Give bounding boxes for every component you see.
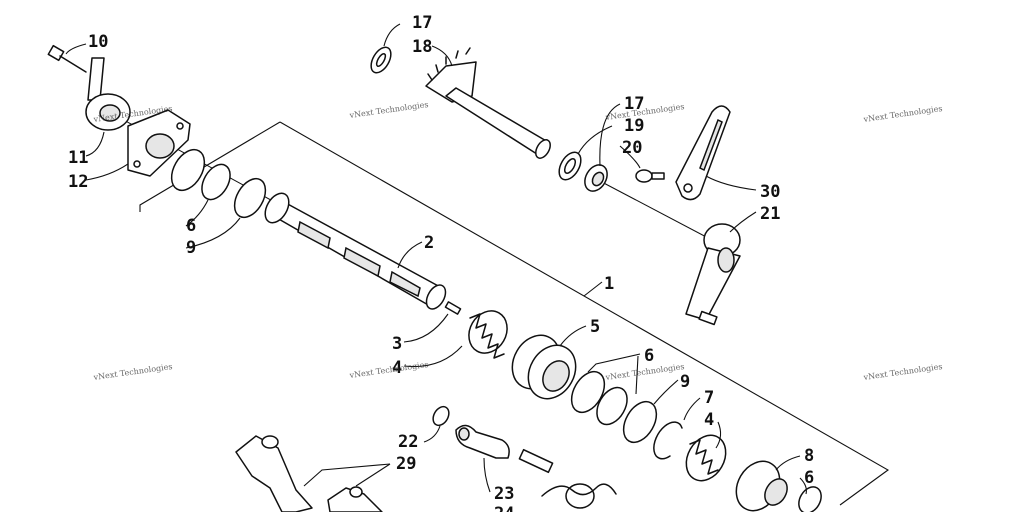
circlip-part <box>653 421 683 460</box>
bolt-part <box>47 43 87 73</box>
flange-housing-part <box>85 57 191 177</box>
leader-lines <box>85 23 807 495</box>
watermark-3: vNext Technologies <box>604 102 685 122</box>
callout-4-lower: 4 <box>704 410 714 430</box>
callout-22: 22 <box>398 432 418 452</box>
callout-6-right: 6 <box>804 468 814 488</box>
callout-19: 19 <box>624 116 644 136</box>
shift-arm-part <box>685 223 741 326</box>
shift-shaft-part <box>425 47 551 159</box>
washer-upper-part <box>370 46 392 74</box>
assembly-frame-right <box>279 121 890 506</box>
callout-23: 23 <box>494 484 514 504</box>
lever-23-part <box>455 424 510 459</box>
callout-20: 20 <box>622 138 642 158</box>
callout-11: 11 <box>68 148 88 168</box>
ring-right-part <box>798 486 822 512</box>
callout-10: 10 <box>88 32 108 52</box>
shift-fork-b-part <box>327 486 383 512</box>
callout-1: 1 <box>604 274 614 294</box>
callout-12: 12 <box>68 172 88 192</box>
washer-22-part <box>432 405 450 427</box>
shift-drum-part <box>264 192 447 310</box>
watermark-4: vNext Technologies <box>862 104 943 124</box>
shift-fork-a-part <box>235 435 313 512</box>
callout-17-lower: 17 <box>624 94 644 114</box>
callout-7: 7 <box>704 388 714 408</box>
spring-upper-part <box>468 310 508 359</box>
watermark-8: vNext Technologies <box>862 362 943 382</box>
callout-18: 18 <box>412 37 432 57</box>
callout-17-upper: 17 <box>412 13 432 33</box>
screw-part <box>635 169 665 183</box>
callout-6-center: 6 <box>644 346 654 366</box>
callout-3: 3 <box>392 334 402 354</box>
callout-labels: 10 11 12 6 9 17 18 17 19 20 30 21 2 1 3 … <box>68 13 814 512</box>
callout-5: 5 <box>590 317 600 337</box>
assembly-frame <box>139 121 281 212</box>
ring-set-left <box>170 148 267 219</box>
callout-2: 2 <box>424 233 434 253</box>
callout-8: 8 <box>804 446 814 466</box>
pin-part <box>444 301 462 315</box>
link-plate-part <box>675 105 731 201</box>
shaft-axis-arm <box>597 179 713 241</box>
washer-lower-part <box>558 151 582 181</box>
callout-4-upper: 4 <box>392 358 402 378</box>
watermark-5: vNext Technologies <box>92 362 173 382</box>
watermark-2: vNext Technologies <box>348 100 429 120</box>
torsion-spring-part <box>541 483 617 509</box>
cam-part <box>735 460 788 512</box>
stud-part <box>518 448 554 474</box>
bearing-part <box>584 164 608 192</box>
collar-part <box>511 334 577 400</box>
ring-set-center <box>570 370 658 444</box>
callout-21: 21 <box>760 204 780 224</box>
callout-9-left: 9 <box>186 238 196 258</box>
spring-lower-part <box>685 434 727 482</box>
callout-9-center: 9 <box>680 372 690 392</box>
callout-6-left: 6 <box>186 216 196 236</box>
watermark-6: vNext Technologies <box>348 360 429 380</box>
callout-30: 30 <box>760 182 780 202</box>
callout-24: 24 <box>494 504 514 512</box>
callout-29: 29 <box>396 454 416 474</box>
